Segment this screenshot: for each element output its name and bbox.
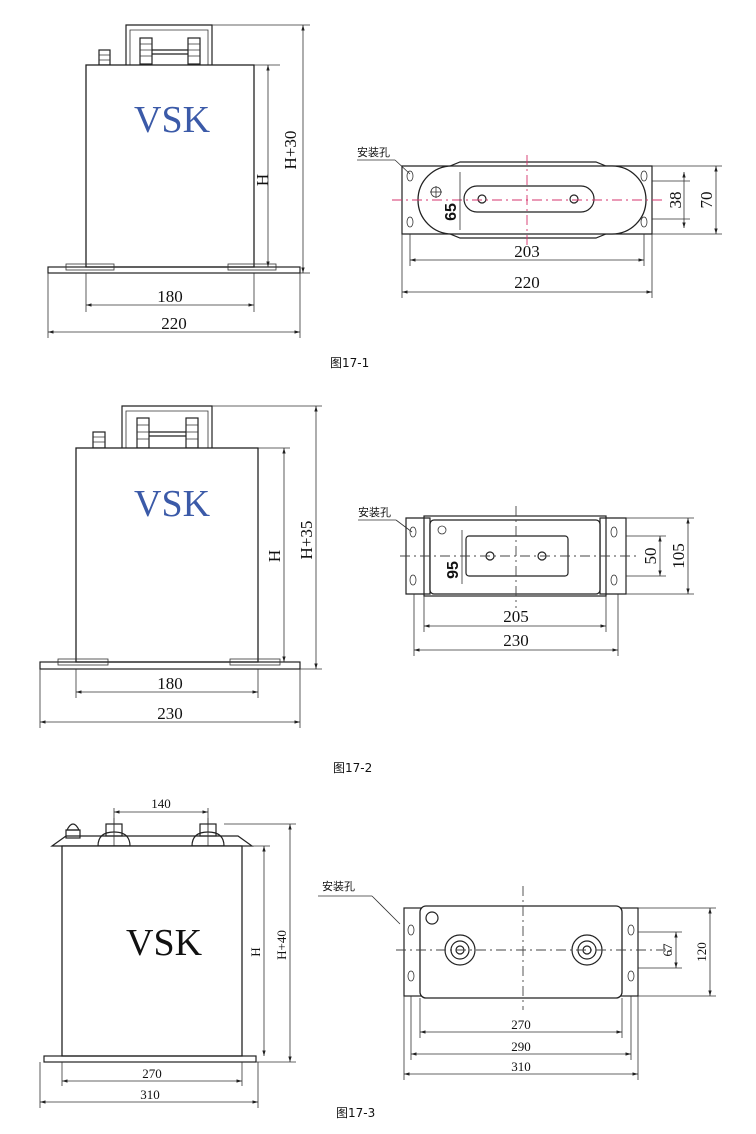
mount-hole [406, 170, 414, 182]
vent-cap [65, 823, 81, 839]
mount-hole [409, 526, 417, 538]
handle [121, 405, 213, 448]
terminal-left [136, 417, 150, 449]
mount-hole [627, 924, 635, 936]
inner-length-label: 270 [511, 1017, 531, 1032]
outer-length-label: 230 [503, 631, 529, 650]
width-outer-label: 230 [157, 704, 183, 723]
outer-length-label: 220 [514, 273, 540, 292]
spacing-label: 38 [666, 192, 685, 209]
terminal-right [187, 37, 201, 65]
height-total-label: H+30 [281, 131, 300, 170]
mount-hole-label: 安装孔 [358, 505, 391, 519]
figure-caption: 图17-1 [330, 356, 369, 370]
figure-17-2: VSK H H+35 180 230 安装孔 [39, 405, 694, 775]
terminal-right [185, 417, 199, 449]
terminal-left [97, 818, 131, 852]
terminal-left [139, 37, 153, 65]
handle [125, 24, 213, 65]
inner-length-label: 203 [514, 242, 540, 261]
capacitor-top [429, 519, 601, 595]
mount-hole [407, 970, 415, 982]
top-view-17-3: 安装孔 67 [318, 879, 716, 1080]
mount-hole [640, 170, 648, 182]
mount-hole-label: 安装孔 [357, 145, 390, 159]
capacitor-body [61, 845, 243, 1057]
width-outer-label: 220 [161, 314, 187, 333]
side-view-17-2: VSK H H+35 180 230 [39, 405, 322, 728]
height-total-label: H+35 [297, 521, 316, 560]
figure-17-3: 140 VSK H [39, 796, 716, 1120]
mount-hole [610, 526, 618, 538]
mount-ear-left [405, 517, 431, 595]
depth-label: 120 [694, 942, 709, 962]
width-inner-label: 180 [157, 674, 183, 693]
figure-caption: 图17-3 [336, 1106, 375, 1120]
outer-length-label: 310 [511, 1059, 531, 1074]
depth-label: 70 [697, 192, 716, 209]
mount-base [43, 1055, 257, 1063]
terminal-slot [463, 185, 595, 213]
middle-length-label: 290 [511, 1039, 531, 1054]
height-total-label: H+40 [274, 930, 289, 960]
mount-base [39, 661, 301, 670]
mount-hole [406, 216, 414, 228]
brand-text: VSK [126, 922, 203, 964]
mount-hole [627, 970, 635, 982]
mount-hole [409, 574, 417, 586]
side-view-17-1: VSK H H+30 180 220 [47, 24, 310, 338]
small-terminal [92, 431, 106, 449]
side-view-17-3: 140 VSK H [39, 796, 296, 1108]
mount-hole [610, 574, 618, 586]
terminal-hole-left [477, 194, 487, 204]
width-inner-label: 180 [157, 287, 183, 306]
capacitor-body [85, 64, 255, 268]
top-view-17-2: 安装孔 95 50 105 [358, 505, 694, 656]
vent-hole [425, 911, 439, 925]
depth-label: 105 [669, 543, 688, 569]
brand-text: VSK [134, 99, 211, 141]
capacitor-top [419, 905, 623, 999]
small-terminal [98, 49, 111, 66]
slot-width-label: 95 [445, 561, 462, 579]
top-view-17-1: 安装孔 65 [357, 145, 722, 298]
mount-hole [407, 924, 415, 936]
figure-17-1: VSK H H+30 180 220 安装孔 [47, 24, 722, 370]
terminal-spacing-label: 140 [151, 796, 171, 811]
capacitor-body [75, 447, 259, 663]
mount-hole-label: 安装孔 [322, 879, 355, 893]
figure-caption: 图17-2 [333, 761, 372, 775]
width-outer-label: 310 [140, 1087, 160, 1102]
inner-length-label: 205 [503, 607, 529, 626]
mount-hole [640, 216, 648, 228]
spacing-label: 67 [660, 943, 675, 957]
brand-text: VSK [134, 483, 211, 525]
mount-base [47, 266, 301, 274]
terminal-hole-right [569, 194, 579, 204]
height-label: H [265, 550, 284, 562]
height-label: H [248, 947, 263, 956]
width-inner-label: 270 [142, 1066, 162, 1081]
slot-width-label: 65 [443, 203, 460, 221]
spacing-label: 50 [641, 548, 660, 565]
height-label: H [253, 174, 272, 186]
